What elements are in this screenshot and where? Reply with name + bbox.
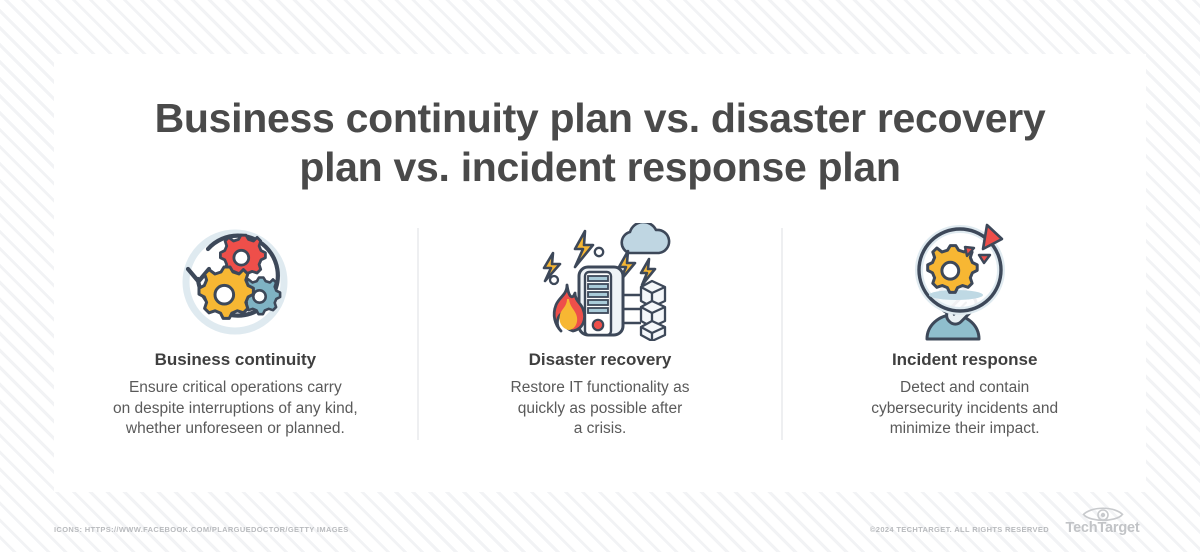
server-fire-storm-icon — [515, 222, 685, 342]
copyright-notice: ©2024 TECHTARGET. ALL RIGHTS RESERVED — [869, 525, 1049, 534]
column-business-continuity: Business continuity Ensure critical oper… — [54, 222, 417, 452]
magnifier-person-alert-icon — [880, 222, 1050, 342]
column-title: Disaster recovery — [528, 350, 672, 369]
column-description: Detect and contain cybersecurity inciden… — [871, 379, 1059, 437]
content-card: Business continuity plan vs. disaster re… — [54, 54, 1146, 492]
column-description: Ensure critical operations carry on desp… — [112, 379, 358, 437]
column-disaster-recovery: Disaster recovery Restore IT functionali… — [419, 222, 782, 452]
footer: ICONS: HTTPS://WWW.FACEBOOK.COM/PLARGUED… — [0, 492, 1200, 552]
page-title: Business continuity plan vs. disaster re… — [154, 95, 1046, 190]
techtarget-logo: TechTarget — [1055, 505, 1150, 543]
column-incident-response: Incident response Detect and contain cyb… — [783, 222, 1146, 452]
gears-refresh-cycle-icon — [150, 222, 320, 342]
icon-credit: ICONS: HTTPS://WWW.FACEBOOK.COM/PLARGUED… — [54, 525, 349, 534]
column-divider — [416, 228, 419, 440]
column-title: Business continuity — [154, 350, 317, 369]
logo-wordmark: TechTarget — [1065, 520, 1140, 536]
comparison-columns: Business continuity Ensure critical oper… — [54, 222, 1146, 452]
column-description: Restore IT functionality as quickly as p… — [510, 379, 690, 437]
column-title: Incident response — [891, 350, 1038, 369]
eye-icon — [1081, 507, 1124, 522]
column-divider — [781, 228, 784, 440]
